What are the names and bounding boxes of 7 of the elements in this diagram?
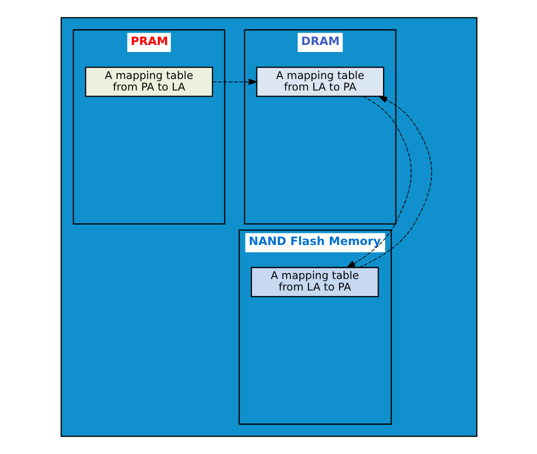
node-box: A mapping table from LA to PA xyxy=(256,66,384,97)
arrow xyxy=(212,78,258,86)
node-box: A mapping table from LA to PA xyxy=(250,266,378,298)
cluster xyxy=(60,17,477,437)
arrow xyxy=(346,96,412,268)
arrow xyxy=(358,96,432,268)
node-box: A mapping table from PA to LA xyxy=(84,66,213,97)
